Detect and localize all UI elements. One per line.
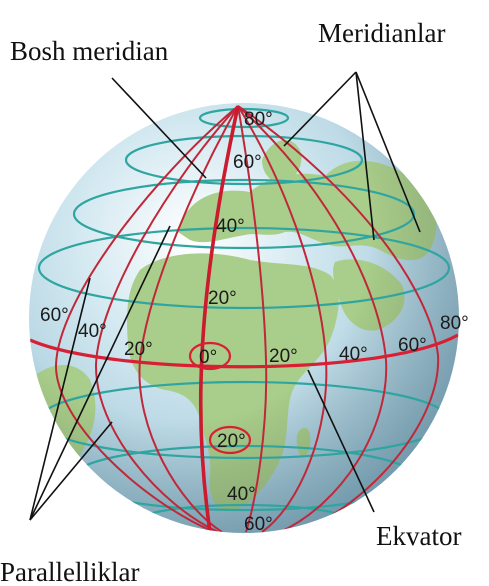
prime-meridian-line [198, 105, 240, 533]
deg-lon-e60: 60° [398, 335, 427, 356]
deg-lat-n80: 80° [244, 109, 273, 130]
deg-lat-s40: 40° [227, 484, 256, 505]
meridian-w60 [54, 105, 239, 533]
deg-lon-w40: 40° [78, 321, 107, 342]
deg-lat-n60: 60° [233, 152, 262, 173]
leader-meridians-2 [355, 71, 375, 241]
meridian-w40 [94, 105, 239, 533]
meridian-e80 [237, 105, 440, 533]
lat-s20-highlight-circle [208, 425, 252, 455]
parallel-n40 [72, 178, 416, 250]
deg-lon-w60: 60° [40, 305, 69, 326]
origin-highlight-circle [188, 341, 232, 371]
leader-meridians-1 [283, 71, 357, 147]
meridian-e60 [237, 105, 388, 533]
leader-equator [307, 369, 375, 513]
label-meridians: Meridianlar [318, 18, 445, 48]
deg-lon-e40: 40° [339, 344, 368, 365]
leader-lines [29, 71, 421, 521]
degree-labels: 80° 60° 40° 20° 0° 20° 40° 60° 60° 40° 2… [40, 109, 469, 535]
deg-lat-n20: 20° [208, 288, 237, 309]
leader-meridians-3 [355, 71, 421, 233]
label-prime-meridian: Bosh meridian [10, 36, 169, 66]
meridian-w20 [138, 105, 239, 533]
meridians-grid [54, 105, 440, 533]
parallel-n20 [37, 226, 451, 310]
deg-lon-e80: 80° [440, 313, 469, 334]
deg-lon-e20: 20° [269, 346, 298, 367]
meridian-e40 [237, 105, 328, 533]
parallel-n60 [124, 134, 364, 186]
deg-lon-w20: 20° [124, 339, 153, 360]
deg-lat-n40: 40° [216, 216, 245, 237]
leader-parallels-1 [29, 225, 171, 521]
deg-lat-s20: 20° [217, 431, 246, 452]
leader-prime-meridian [111, 77, 207, 179]
leader-parallels-3 [29, 421, 113, 521]
meridian-e20 [237, 105, 268, 533]
equator-line [29, 333, 459, 369]
label-equator: Ekvator [376, 521, 461, 551]
deg-lat-s60: 60° [244, 514, 273, 535]
deg-origin: 0° [199, 347, 217, 368]
leader-parallels-2 [29, 277, 91, 521]
label-parallels: Parallelliklar [0, 557, 139, 586]
